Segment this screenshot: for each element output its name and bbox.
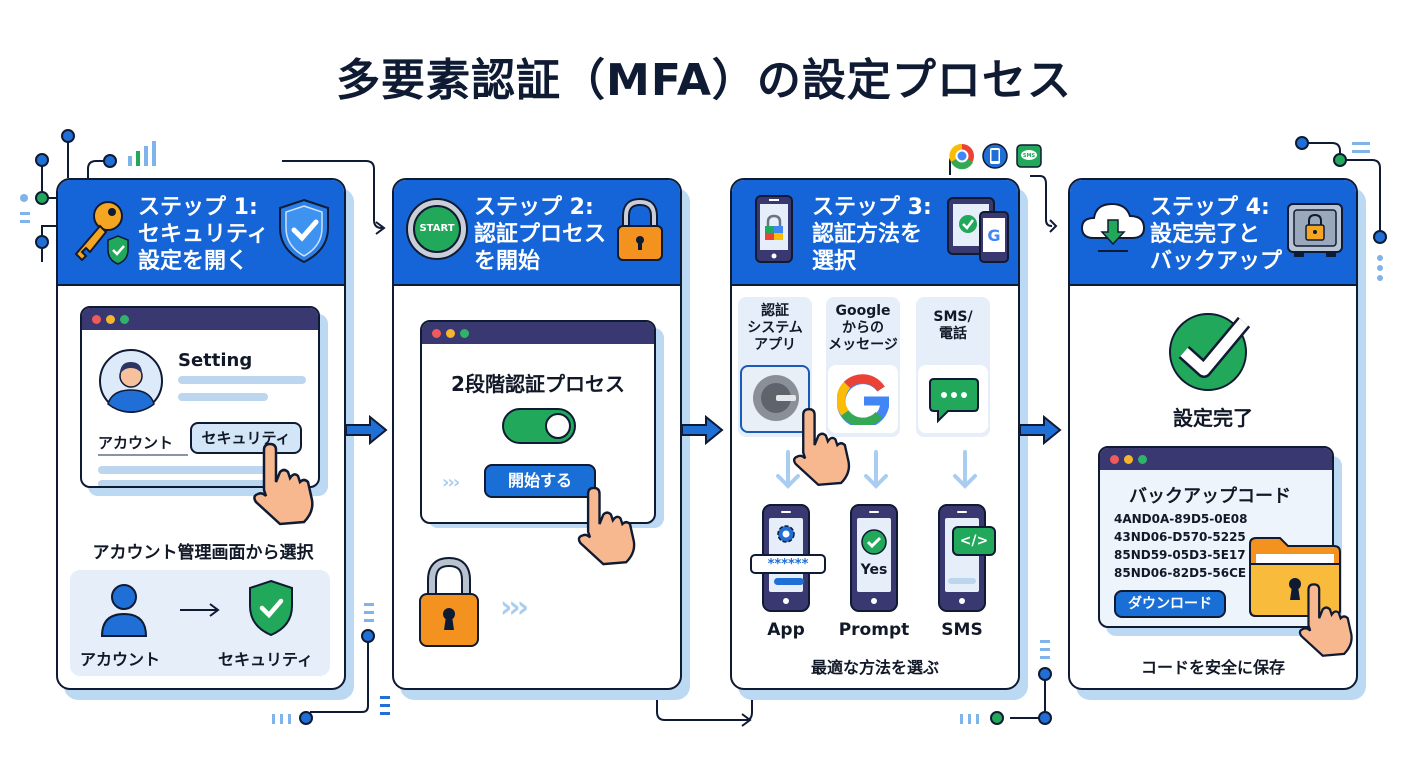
download-button[interactable]: ダウンロード	[1114, 590, 1226, 618]
mfa-window: 2段階認証プロセス ››› 開始する	[420, 320, 656, 524]
step-1-title: ステップ 1: セキュリティ 設定を開く	[138, 195, 269, 274]
chat-bubble-icon	[929, 378, 979, 424]
small-shield-check-icon	[107, 235, 129, 265]
step-1-header: ステップ 1: セキュリティ 設定を開く	[58, 180, 344, 286]
phone-label-prompt: Prompt	[838, 620, 910, 640]
mfa-window-heading: 2段階認証プロセス	[451, 372, 625, 396]
complete-check-icon	[1169, 313, 1251, 391]
arrow-right-icon	[180, 603, 220, 617]
top-badges: SMS	[948, 143, 1048, 171]
start-button-icon: START	[406, 198, 468, 260]
tab-account[interactable]: アカウント	[98, 434, 174, 452]
backup-code: 85ND59-05D3-5E17	[1114, 548, 1246, 562]
settings-window: Setting アカウント セキュリティ	[80, 306, 320, 488]
backup-code: 4AND0A-89D5-0E08	[1114, 512, 1248, 526]
step-arrow-icon	[345, 414, 388, 446]
padlock-icon	[617, 197, 663, 261]
backup-codes-window: バックアップコード 4AND0A-89D5-0E08 43ND06-D570-5…	[1098, 446, 1334, 628]
step-4-title: ステップ 4: 設定完了と バックアップ	[1150, 195, 1283, 274]
option-authenticator-app[interactable]: 認証 システム アプリ	[738, 297, 812, 437]
flow-to-label: セキュリティ	[218, 650, 314, 669]
step-3-header: ステップ 3: 認証方法を 選択 G	[732, 180, 1018, 286]
devices-google-icon: G	[947, 197, 1009, 263]
phone-label-app: App	[767, 620, 805, 640]
shield-check-icon	[279, 198, 329, 264]
step-1-card: ステップ 1: セキュリティ 設定を開く Setting アカウント セキュリテ…	[56, 178, 346, 690]
svg-text:SMS: SMS	[1023, 153, 1036, 159]
option-google-message[interactable]: Google からの メッセージ	[826, 297, 900, 437]
page-title: 多要素認証（MFA）の設定プロセス	[336, 55, 1072, 106]
flow-from-label: アカウント	[80, 650, 161, 669]
check-circle-icon	[861, 529, 887, 555]
phone-lock-icon	[755, 195, 793, 263]
backup-code: 43ND06-D570-5225	[1114, 530, 1246, 544]
user-icon	[100, 584, 148, 637]
key-icon	[74, 201, 129, 265]
cloud-download-icon	[1080, 202, 1146, 252]
avatar	[99, 349, 163, 413]
chevrons-icon: ›››	[442, 472, 460, 493]
step-2-header: START ステップ 2: 認証プロセス を開始	[394, 180, 680, 286]
authenticator-icon	[753, 375, 799, 421]
complete-label: 設定完了	[1173, 406, 1253, 430]
window-titlebar	[82, 308, 318, 330]
mfa-toggle[interactable]	[502, 408, 576, 444]
password-field: ******	[750, 554, 826, 574]
google-g-icon	[837, 374, 889, 425]
sms-icon: SMS	[1016, 144, 1042, 168]
large-padlock-icon	[419, 556, 479, 647]
step-4-card: ステップ 4: 設定完了と バックアップ 設定完了 バックアップコード 4AND…	[1068, 178, 1358, 690]
backup-codes-heading: バックアップコード	[1129, 486, 1291, 507]
safe-icon	[1287, 203, 1343, 257]
chrome-icon	[949, 143, 974, 170]
step-arrow-icon	[681, 414, 724, 446]
pointing-hand-icon	[253, 442, 314, 526]
svg-text:G: G	[987, 226, 1000, 245]
step-1-caption: アカウント管理画面から選択	[92, 543, 314, 563]
step-4-header: ステップ 4: 設定完了と バックアップ	[1070, 180, 1356, 286]
step-3-caption: 最適な方法を選ぶ	[810, 658, 939, 677]
phone-prompt: Yes	[850, 504, 898, 612]
account-to-security-flow: アカウント セキュリティ	[70, 570, 330, 676]
gear-icon	[777, 525, 795, 543]
pointing-hand-icon	[577, 486, 636, 566]
phone-icon	[982, 143, 1008, 169]
phone-sms	[938, 504, 986, 612]
step-2-card: START ステップ 2: 認証プロセス を開始 2段階認証プロセス ››› 開…	[392, 178, 682, 690]
option-sms-phone[interactable]: SMS/ 電話	[916, 297, 990, 437]
tab-security[interactable]: セキュリティ	[190, 422, 302, 454]
phone-label-sms: SMS	[941, 620, 983, 640]
step-4-caption: コードを安全に保存	[1140, 658, 1285, 677]
step-2-title: ステップ 2: 認証プロセス を開始	[474, 195, 607, 274]
code-bubble-icon: </>	[952, 526, 996, 556]
chevrons-icon: ›››	[500, 590, 529, 625]
start-button[interactable]: 開始する	[484, 464, 596, 498]
step-3-card: ステップ 3: 認証方法を 選択 G 認証 システム アプリ Google から…	[730, 178, 1020, 690]
backup-code: 85ND06-82D5-56CE	[1114, 566, 1247, 580]
down-arrows-icon	[776, 450, 977, 489]
prompt-yes: Yes	[860, 562, 888, 578]
pointing-hand-icon	[1298, 583, 1353, 657]
security-shield-icon	[249, 579, 293, 637]
step-arrow-icon	[1019, 414, 1062, 446]
settings-heading: Setting	[178, 350, 253, 371]
pointing-hand-icon	[792, 407, 851, 487]
step-3-title: ステップ 3: 認証方法を 選択	[812, 195, 932, 274]
